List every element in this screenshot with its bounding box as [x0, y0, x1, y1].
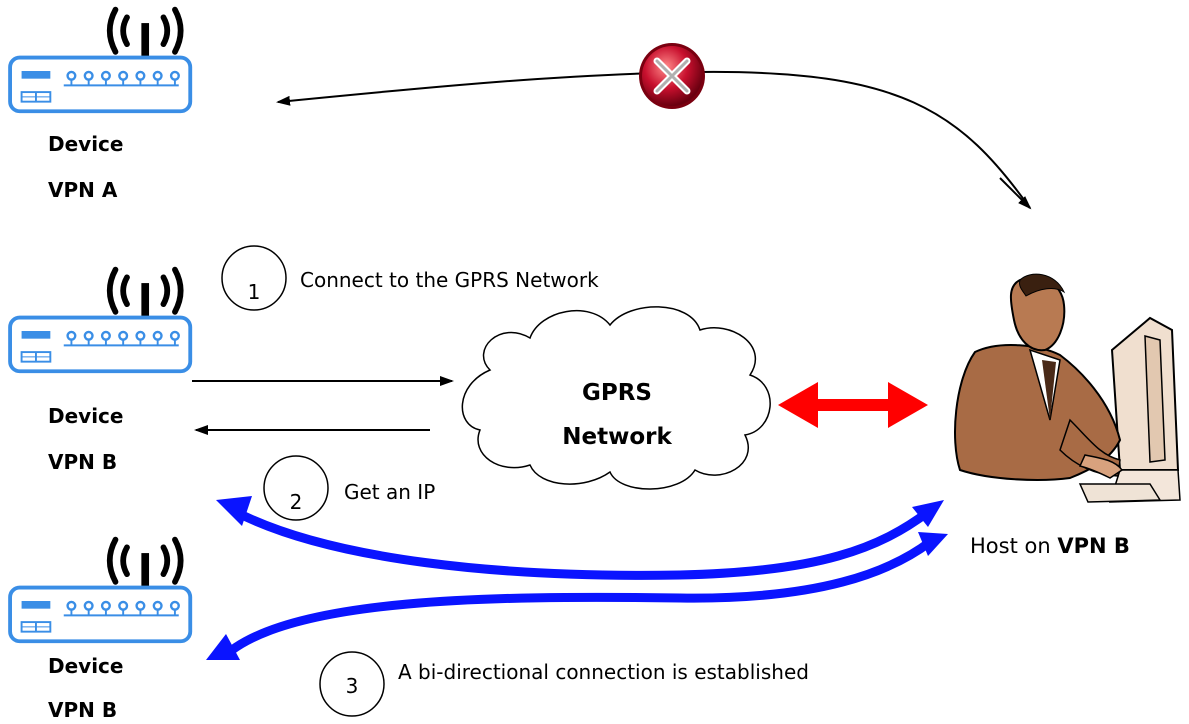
- cloud-icon: [461, 306, 771, 490]
- step-2-circle: [263, 455, 329, 521]
- step-text: Connect to the GPRS Network: [300, 268, 599, 292]
- router-icon: [10, 270, 190, 372]
- router-icon: [10, 10, 190, 112]
- device-label: Device: [48, 132, 124, 156]
- step-text: Get an IP: [344, 480, 436, 504]
- vpn-label: VPN B: [48, 698, 118, 722]
- step-text: A bi-directional connection is establish…: [398, 660, 809, 684]
- host-label-prefix: Host on: [970, 534, 1058, 558]
- step-number: 3: [345, 674, 359, 698]
- vpn-label: VPN B: [48, 450, 118, 474]
- router-icon: [10, 540, 190, 642]
- step-3-circle: [319, 651, 385, 717]
- red-bidirectional-arrow: [778, 382, 928, 428]
- host-label-vpn: VPN B: [1057, 534, 1130, 558]
- person-at-computer-icon: [954, 273, 1181, 503]
- step-1-circle: [221, 245, 287, 311]
- blue-connection-arrows: [206, 496, 948, 660]
- device-label: Device: [48, 404, 124, 428]
- host-label: Host on VPN B: [970, 534, 1130, 558]
- step-number: 1: [247, 280, 261, 304]
- cloud-title-line2: Network: [562, 424, 672, 450]
- step-number: 2: [289, 490, 303, 514]
- blocked-curve-end-arrow: [999, 177, 1032, 210]
- cloud-title-line1: GPRS: [581, 380, 652, 406]
- vpn-label: VPN A: [48, 178, 118, 202]
- device-label: Device: [48, 654, 124, 678]
- blocked-x-icon: [639, 43, 705, 109]
